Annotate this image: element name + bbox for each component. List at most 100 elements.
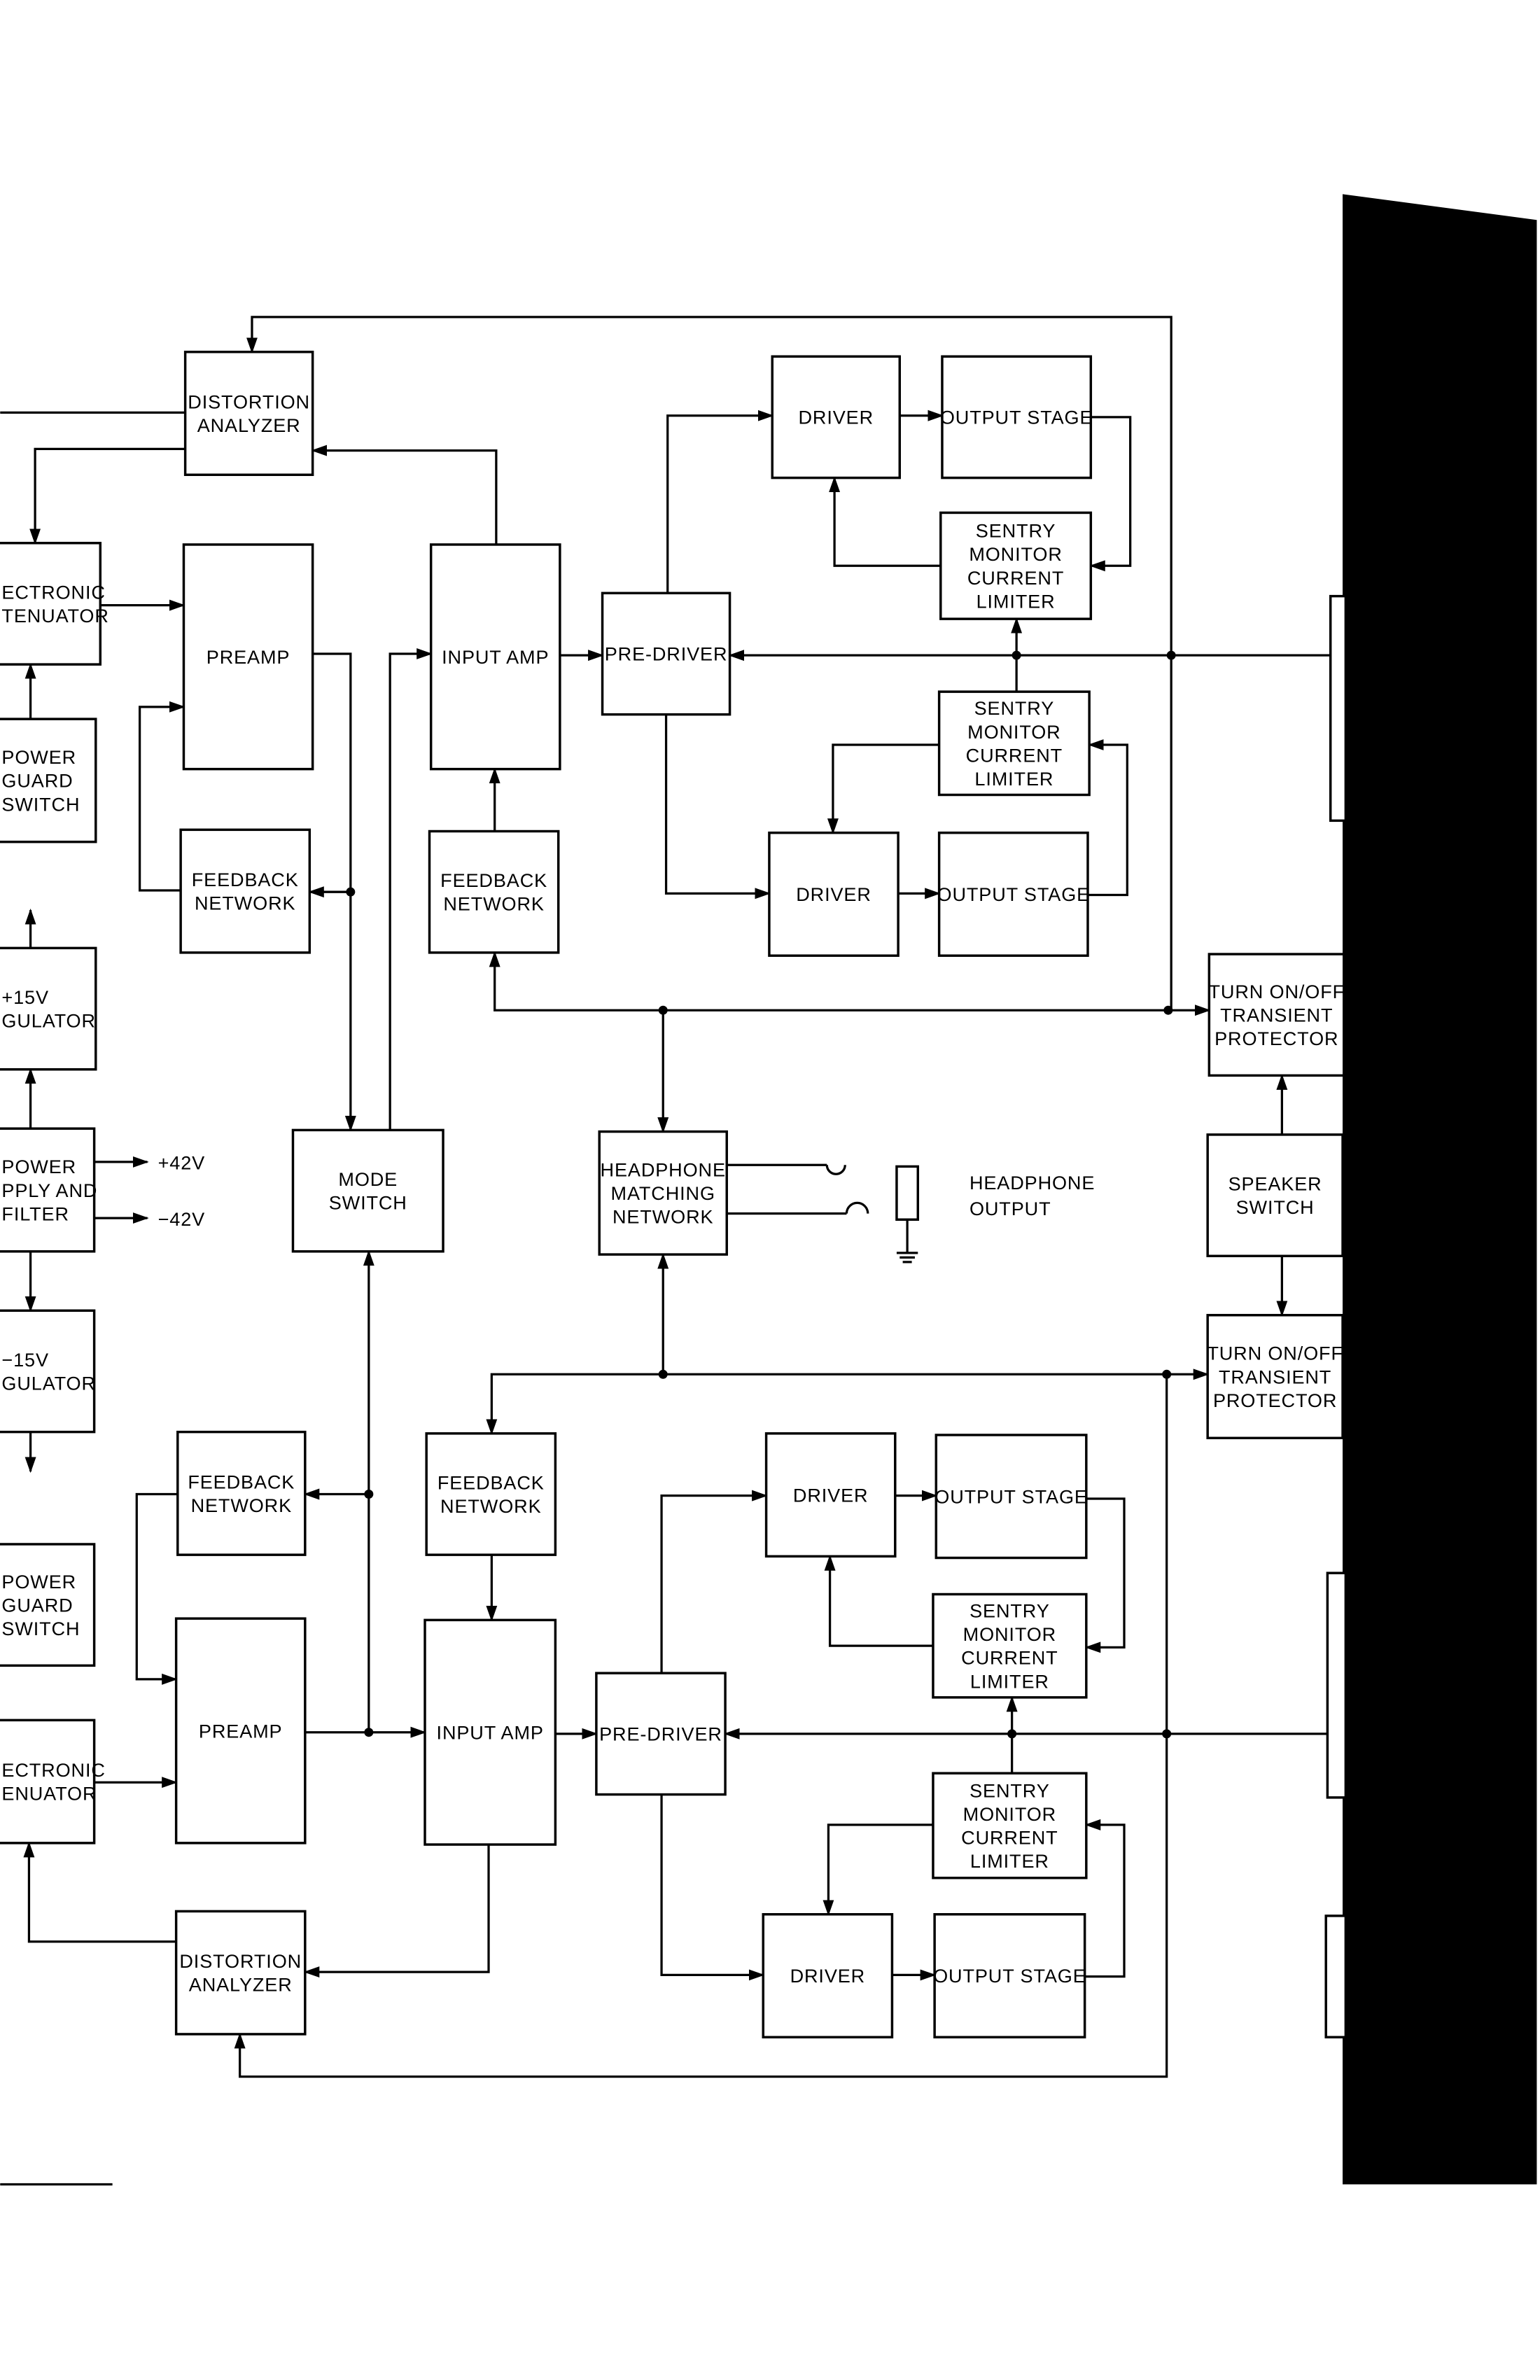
- block-outline: [771, 355, 902, 479]
- block-label-line: PROTECTOR: [1213, 1390, 1337, 1411]
- block-outline: [429, 543, 561, 771]
- junction-dot: [1163, 1005, 1173, 1015]
- signal-line: [1084, 1819, 1126, 1978]
- block-outline: [174, 1617, 307, 1844]
- block-label-line: INPUT AMP: [437, 1721, 544, 1743]
- block-label-line: PRE-DRIVER: [605, 643, 728, 665]
- block-outline: [762, 1913, 894, 2038]
- block-out-t2: OUTPUT STAGE: [937, 831, 1089, 957]
- block-outline: [1206, 1133, 1344, 1257]
- block-drv-t1: DRIVER: [771, 355, 902, 479]
- block-outline: [941, 355, 1093, 479]
- junction-dot: [364, 1728, 374, 1737]
- block-label-line: +15V: [1, 986, 48, 1008]
- block-label-line: SENTRY: [976, 520, 1056, 542]
- junction-dot: [346, 887, 356, 897]
- block-label-line: SPEAKER: [1228, 1173, 1322, 1195]
- block-label-line: DRIVER: [790, 1965, 866, 1987]
- signal-line: [486, 1373, 664, 1436]
- block-label-line: TURN ON/OFF: [1207, 1343, 1343, 1364]
- block-label-line: POWER: [1, 1571, 76, 1592]
- block-outline: [937, 831, 1089, 957]
- block-label-line: TRANSIENT: [1219, 1366, 1331, 1387]
- block-predrv-bot: PRE-DRIVER: [595, 1672, 727, 1796]
- block-label-line: NETWORK: [440, 1495, 541, 1517]
- block-label-line: CURRENT: [961, 1647, 1058, 1669]
- block-label-line: LIMITER: [974, 768, 1054, 790]
- block-outline: [933, 1913, 1086, 2038]
- block-outline: [937, 690, 1091, 797]
- signal-line: [827, 743, 939, 834]
- block-label-line: PPLY AND: [1, 1180, 97, 1201]
- block-label-line: DRIVER: [799, 407, 874, 428]
- block-label-line: POWER: [1, 1156, 76, 1177]
- signal-line: [1087, 739, 1128, 897]
- block-label-line: ANALYZER: [197, 414, 301, 436]
- block-label-line: DISTORTION: [179, 1950, 302, 1972]
- block-label-line: GULATOR: [1, 1373, 95, 1394]
- block-outline: [0, 1127, 96, 1253]
- block-label-line: SWITCH: [1236, 1196, 1315, 1218]
- block-label-line: PREAMP: [206, 646, 290, 668]
- block-out-t1: OUTPUT STAGE: [940, 355, 1093, 479]
- block-label-line: CURRENT: [966, 744, 1063, 766]
- block-outline: [0, 542, 102, 666]
- block-label-line: SWITCH: [1, 793, 80, 815]
- block-label-line: SWITCH: [329, 1192, 407, 1214]
- block-label-line: MONITOR: [963, 1803, 1056, 1825]
- block-outline: [768, 831, 899, 957]
- block-label-line: ECTRONIC: [1, 1759, 105, 1781]
- block-outline: [934, 1434, 1088, 1560]
- signal-line: [23, 1841, 176, 1943]
- block-label-line: POWER: [1, 746, 76, 768]
- block-label-line: ECTRONIC: [1, 581, 105, 603]
- black-margin-region: [1343, 194, 1537, 2185]
- block-label-line: SENTRY: [969, 1779, 1050, 1801]
- annotations: +42V −42V HEADPHONE OUTPUT: [0, 194, 1537, 2186]
- signal-line: [388, 648, 433, 1130]
- block-outline: [176, 1430, 307, 1556]
- signal-line: [660, 1794, 765, 1981]
- block-label-line: INPUT AMP: [442, 646, 549, 668]
- block-outline: [291, 1128, 444, 1253]
- block-outline: [0, 1718, 96, 1844]
- block-label-line: NETWORK: [191, 1494, 292, 1516]
- block-outline: [0, 946, 97, 1071]
- block-label-line: OUTPUT STAGE: [934, 1485, 1088, 1507]
- signal-line: [489, 951, 664, 1011]
- block-label-line: NETWORK: [195, 892, 295, 914]
- block-label-line: MATCHING: [611, 1182, 715, 1204]
- block-drv-b1: DRIVER: [764, 1432, 897, 1558]
- block-outline: [0, 1309, 96, 1434]
- block-label-line: TRANSIENT: [1220, 1004, 1333, 1026]
- block-label-line: OUTPUT STAGE: [940, 407, 1093, 428]
- block-label-line: PRE-DRIVER: [599, 1723, 722, 1745]
- block-outline: [428, 830, 560, 954]
- headphone-jack-icon: [727, 1163, 920, 1264]
- junction-dot: [1166, 650, 1176, 660]
- junction-dot: [364, 1489, 374, 1499]
- block-label-line: LIMITER: [970, 1850, 1049, 1872]
- signal-line: [1084, 1497, 1126, 1653]
- block-label-line: OUTPUT STAGE: [933, 1965, 1086, 1987]
- block-label-line: −15V: [1, 1349, 48, 1371]
- block-label-line: CURRENT: [961, 1827, 1058, 1849]
- block-outline: [932, 1592, 1088, 1699]
- block-label-line: GUARD: [1, 1594, 73, 1616]
- block-label-line: FEEDBACK: [438, 1471, 545, 1493]
- block-label-line: PROTECTOR: [1214, 1028, 1338, 1049]
- block-label-line: CURRENT: [967, 567, 1064, 589]
- block-outline: [0, 718, 97, 844]
- signal-line: [829, 476, 941, 567]
